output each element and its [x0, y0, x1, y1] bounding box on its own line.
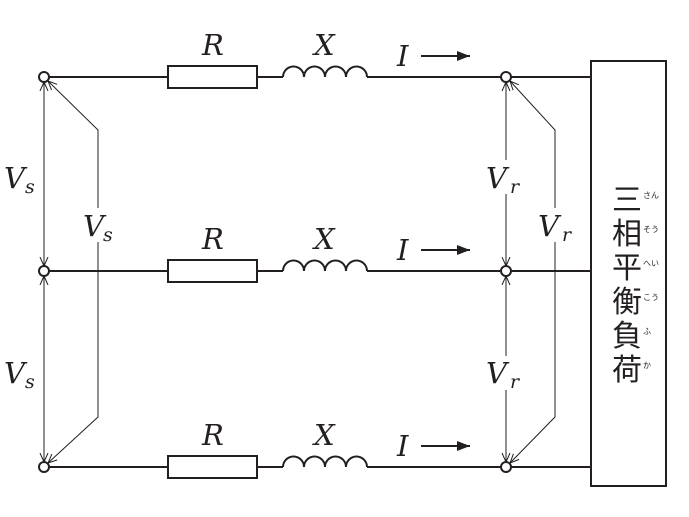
resistor-2 [167, 259, 258, 283]
sending-terminal-3 [38, 461, 50, 473]
load-ruby-6: か [643, 361, 651, 370]
load-char-2: 相 [612, 217, 642, 252]
current-label-2: I [396, 233, 409, 267]
reactance-label-2: X [312, 222, 336, 256]
load-ruby-1: さん [643, 191, 659, 200]
reactance-label-3: X [312, 418, 336, 452]
sending-terminal-2 [38, 265, 50, 277]
load-char-4: 衡 [612, 285, 642, 320]
svg-text:s: s [103, 224, 113, 246]
vr-label-lower: V r [484, 356, 526, 393]
sending-terminals [38, 71, 50, 473]
resistance-label-1: R [201, 28, 224, 62]
load-ruby-5: ふ [643, 327, 651, 336]
svg-text:V: V [83, 209, 107, 243]
inductor-3 [282, 455, 368, 468]
load-label: 三 相 平 衡 負 荷 さん そう へい こう ふ か [612, 183, 659, 388]
svg-text:r: r [562, 224, 573, 246]
svg-text:V: V [486, 161, 510, 195]
current-label-3: I [396, 429, 409, 463]
svg-text:r: r [510, 176, 521, 198]
load-char-3: 平 [612, 251, 642, 286]
vs-label-lower: V s [2, 356, 40, 393]
load-ruby-2: そう [643, 225, 659, 234]
resistor-3 [167, 455, 258, 479]
phase-line-2 [49, 259, 591, 283]
sending-terminal-1 [38, 71, 50, 83]
load-char-1: 三 [612, 183, 642, 218]
receiving-terminal-2 [500, 265, 512, 277]
resistance-label-2: R [201, 222, 224, 256]
svg-text:s: s [25, 176, 35, 198]
svg-text:V: V [486, 356, 510, 390]
reactance-label-1: X [312, 28, 336, 62]
resistance-label-3: R [201, 418, 224, 452]
vr-label-upper: V r [484, 160, 526, 198]
svg-text:V: V [4, 161, 28, 195]
phase-line-3 [49, 455, 591, 479]
inductor-2 [282, 259, 368, 272]
svg-text:r: r [510, 371, 521, 393]
load-ruby-3: へい [643, 259, 659, 268]
three-phase-balanced-load-box [590, 60, 667, 487]
load-char-5: 負 [612, 319, 642, 354]
load-ruby-4: こう [643, 293, 659, 302]
vr-label-outer: V r [536, 208, 576, 246]
svg-text:V: V [4, 356, 28, 390]
sending-voltage-arrows [44, 81, 99, 463]
resistor-1 [167, 65, 258, 89]
vs-label-upper: V s [2, 160, 40, 198]
svg-text:s: s [25, 371, 35, 393]
phase-line-1 [49, 65, 591, 89]
current-arrows [421, 51, 470, 451]
receiving-terminal-1 [500, 71, 512, 83]
vs-label-outer: V s [82, 208, 118, 246]
receiving-terminals [500, 71, 512, 473]
inductor-1 [282, 65, 368, 78]
svg-text:V: V [538, 209, 562, 243]
receiving-terminal-3 [500, 461, 512, 473]
current-label-1: I [396, 39, 409, 73]
load-char-6: 荷 [612, 353, 642, 388]
